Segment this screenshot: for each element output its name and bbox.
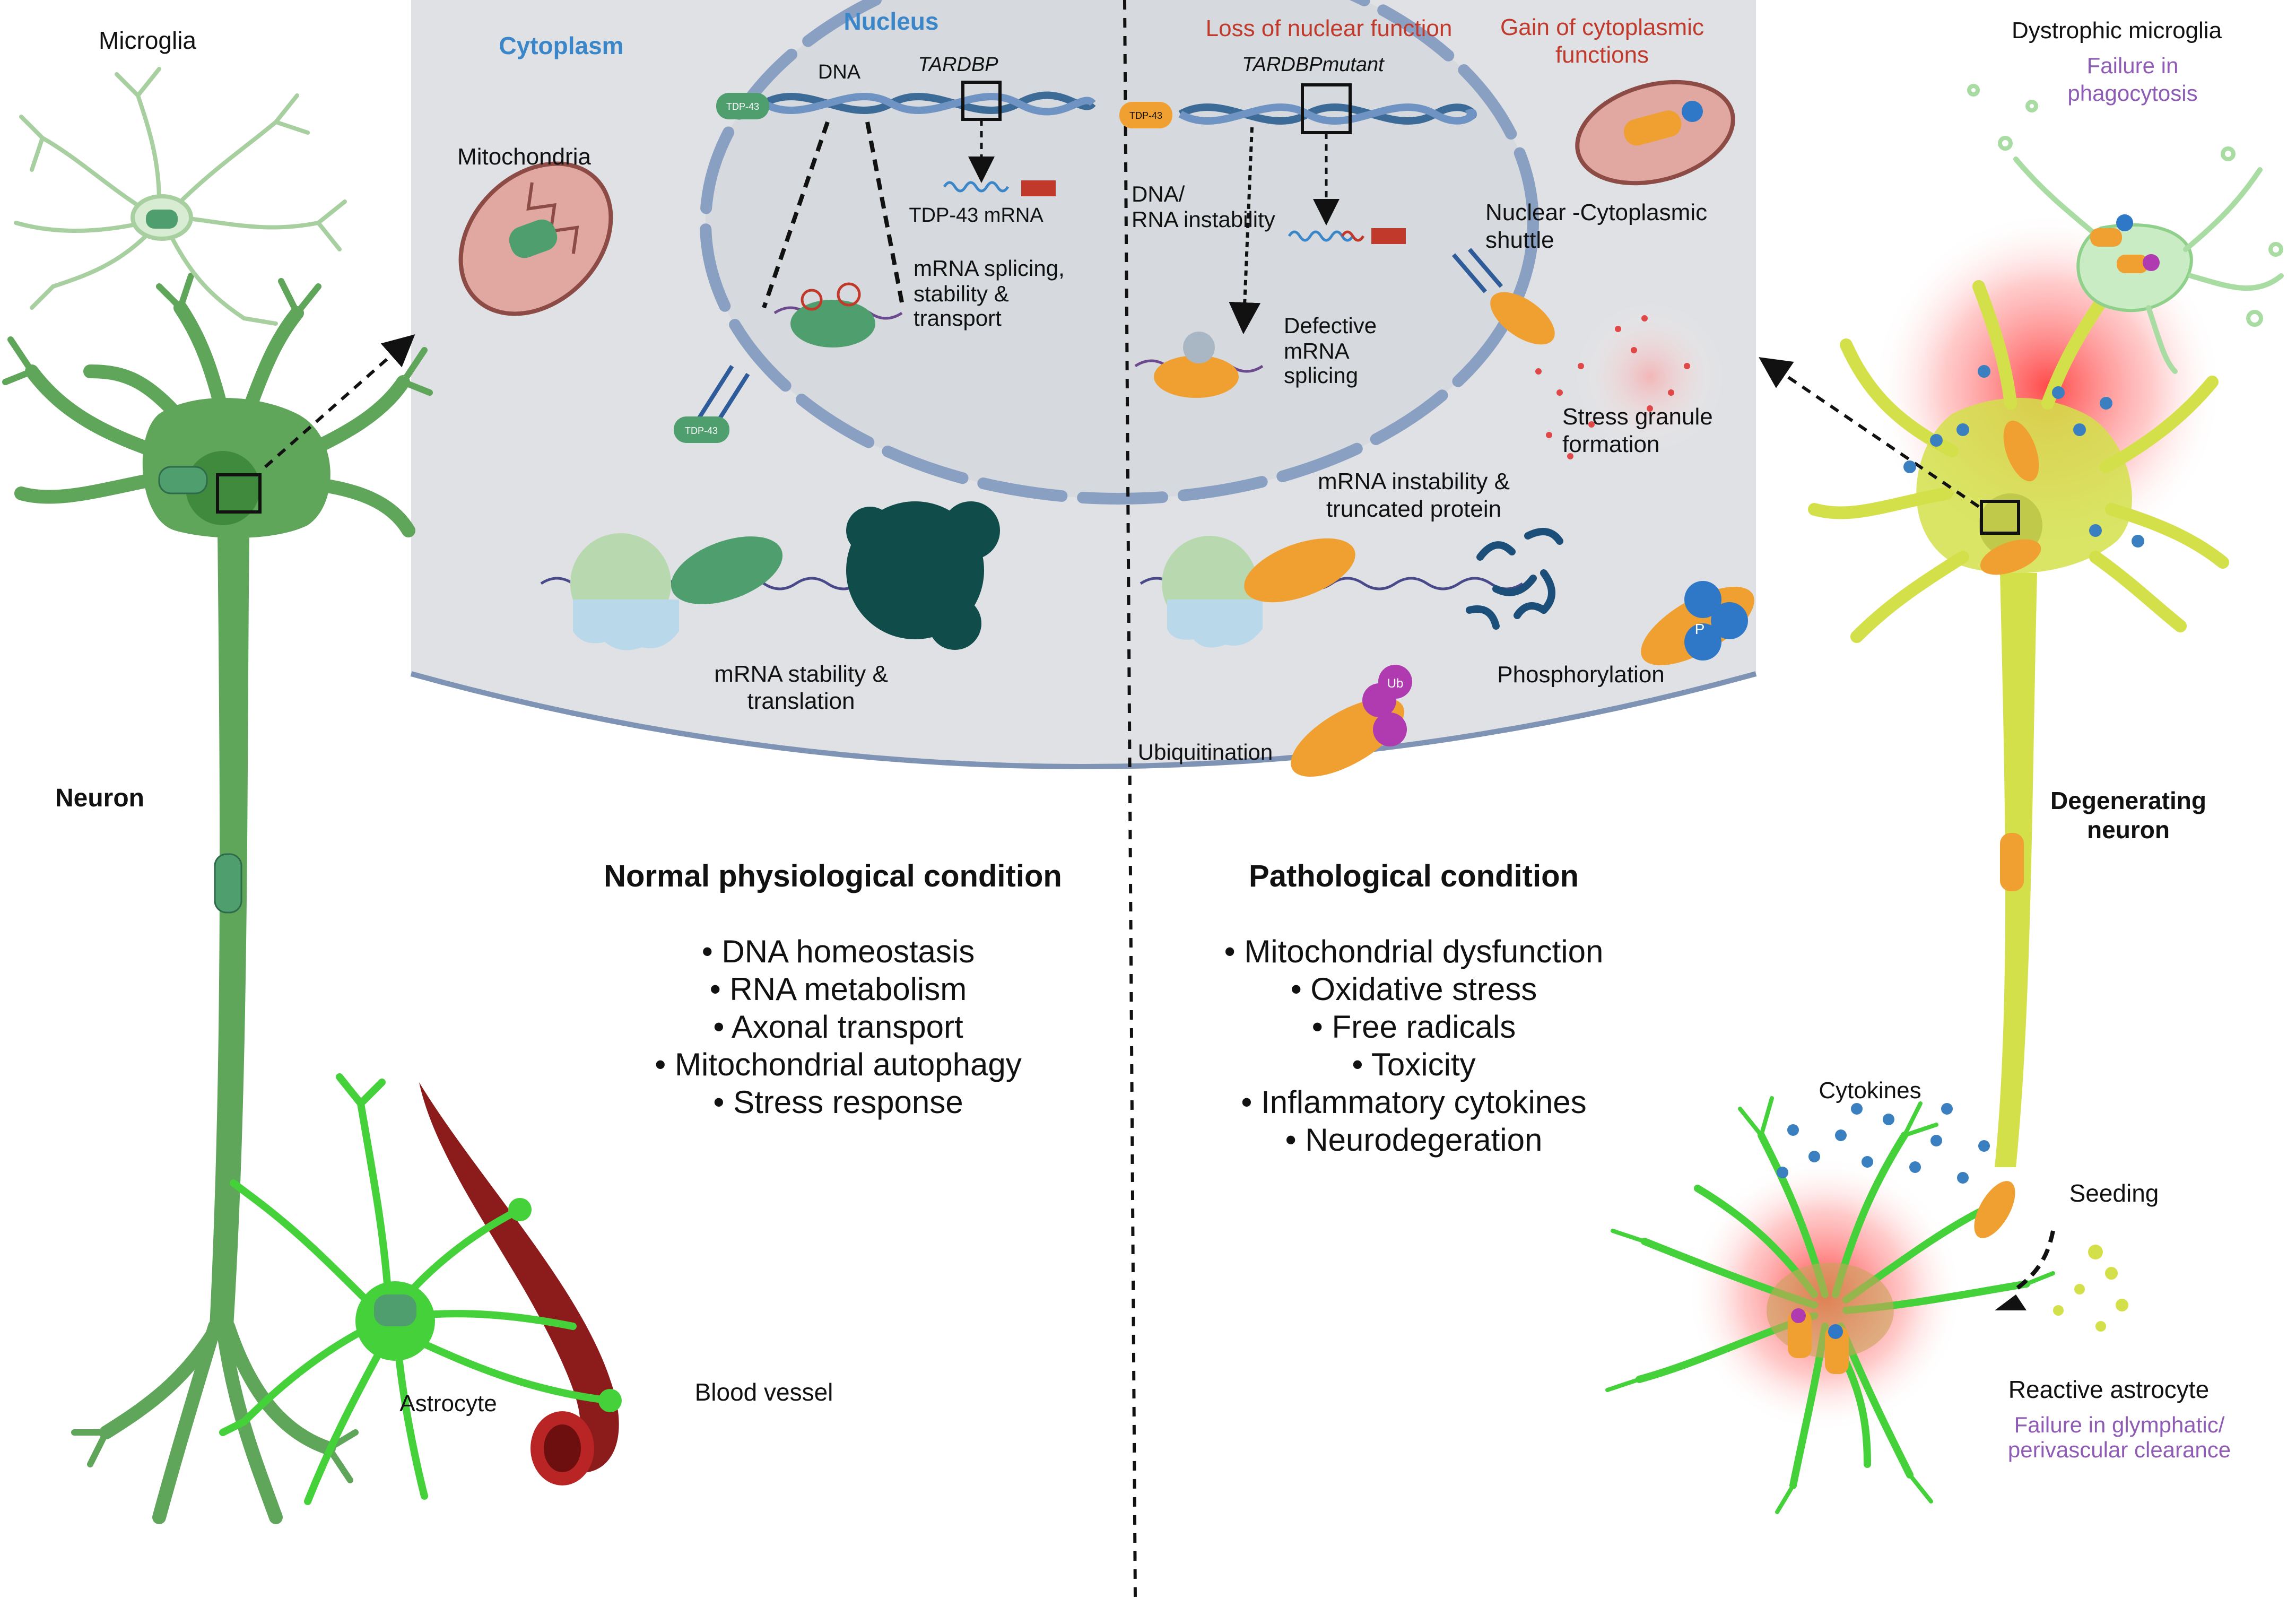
- astrocyte-left: [219, 1073, 622, 1505]
- pathological-list-item: • Neurodegeration: [1285, 1122, 1543, 1158]
- cell-panel: [410, 0, 1757, 1599]
- normal-list-item: • RNA metabolism: [709, 971, 967, 1007]
- pathological-list: • Mitochondrial dysfunction • Oxidative …: [1149, 933, 1679, 1159]
- pathological-list-item: • Mitochondrial dysfunction: [1224, 934, 1604, 969]
- label-mrna-splicing-3: transport: [914, 306, 1002, 331]
- label-seeding: Seeding: [2069, 1179, 2159, 1207]
- label-nucleus: Nucleus: [844, 7, 939, 35]
- normal-heading: Normal physiological condition: [604, 859, 1062, 893]
- pathological-heading: Pathological condition: [1249, 859, 1579, 893]
- label-gain-cytoplasmic-1: Gain of cytoplasmic: [1500, 14, 1704, 40]
- label-degenerating-1: Degenerating: [2050, 787, 2206, 814]
- label-mrna-stability-2: translation: [747, 688, 855, 714]
- tdp43-tag: TDP-43: [1129, 110, 1162, 121]
- label-dna-rna-instability-1: DNA/: [1132, 181, 1185, 206]
- label-cytoplasm: Cytoplasm: [499, 32, 623, 59]
- divider-line: [1123, 0, 1137, 1599]
- normal-list-item: • DNA homeostasis: [701, 934, 975, 969]
- label-degenerating-2: neuron: [2087, 816, 2170, 844]
- pathological-list-item: • Free radicals: [1311, 1009, 1516, 1045]
- label-mitochondria: Mitochondria: [457, 144, 591, 170]
- normal-list-item: • Stress response: [713, 1084, 963, 1120]
- pathological-list-item: • Oxidative stress: [1290, 971, 1537, 1007]
- microglia-tdp43: [146, 210, 178, 229]
- phos-mark: P: [1695, 621, 1705, 637]
- label-neuron: Neuron: [55, 784, 144, 812]
- label-defective-2: mRNA: [1284, 338, 1350, 363]
- label-mrna-splicing-1: mRNA splicing,: [914, 256, 1065, 281]
- label-microglia: Microglia: [99, 27, 196, 54]
- label-mrna-instability-1: mRNA instability &: [1318, 468, 1510, 494]
- label-failure-phagocytosis-1: Failure in: [2087, 53, 2179, 78]
- tdp43-tag: TDP-43: [685, 425, 718, 436]
- pathological-list-item: • Toxicity: [1352, 1047, 1476, 1082]
- label-reactive-astrocyte: Reactive astrocyte: [2008, 1376, 2209, 1403]
- zoom-box-left: [216, 473, 262, 514]
- label-shuttle-2: shuttle: [1485, 227, 1554, 253]
- label-failure-phagocytosis-2: phagocytosis: [2067, 81, 2197, 106]
- normal-side-details: [458, 81, 1096, 650]
- label-gain-cytoplasmic-2: functions: [1555, 42, 1649, 68]
- label-tdp43-mrna: TDP-43 mRNA: [909, 204, 1043, 227]
- microglia-left: [14, 67, 347, 326]
- healthy-neuron: [2, 273, 433, 1524]
- label-dna-rna-instability-2: RNA instability: [1132, 207, 1275, 232]
- label-failure-glymphatic-1: Failure in glymphatic/: [2014, 1412, 2225, 1437]
- label-shuttle-1: Nuclear -Cytoplasmic: [1485, 199, 1707, 225]
- pathological-list-item: • Inflammatory cytokines: [1241, 1084, 1587, 1120]
- label-blood-vessel: Blood vessel: [695, 1378, 833, 1406]
- nucleus-region: [706, 0, 1533, 499]
- normal-list-item: • Axonal transport: [713, 1009, 963, 1045]
- normal-list: • DNA homeostasis • RNA metabolism • Axo…: [573, 933, 1103, 1121]
- label-dna: DNA: [818, 61, 861, 83]
- label-failure-glymphatic-2: perivascular clearance: [2008, 1437, 2231, 1462]
- label-stress-granule-1: Stress granule: [1562, 404, 1713, 430]
- zoom-arrow-left: [264, 334, 415, 468]
- label-defective-1: Defective: [1284, 313, 1377, 338]
- label-mrna-splicing-2: stability &: [914, 281, 1009, 306]
- label-ubiquitination: Ubiquitination: [1138, 740, 1273, 764]
- label-astrocyte: Astrocyte: [399, 1391, 497, 1416]
- label-loss-nuclear: Loss of nuclear function: [1206, 15, 1453, 41]
- label-cytokines: Cytokines: [1819, 1077, 1921, 1103]
- normal-list-item: • Mitochondrial autophagy: [655, 1047, 1022, 1082]
- label-defective-3: splicing: [1284, 363, 1358, 388]
- label-phosphorylation: Phosphorylation: [1497, 662, 1665, 688]
- reactive-astrocyte: [1605, 1096, 2128, 1514]
- cell-membrane: [410, 671, 1757, 769]
- label-tardbp: TARDBP: [918, 54, 998, 76]
- pathological-side-details: [1119, 80, 1754, 777]
- tdp43-tag: TDP-43: [726, 101, 759, 112]
- label-tardbp-mutant: TARDBPmutant: [1242, 54, 1385, 76]
- ub-mark: Ub: [1387, 676, 1404, 691]
- label-mrna-instability-2: truncated protein: [1326, 496, 1501, 522]
- label-mrna-stability-1: mRNA stability &: [714, 661, 888, 687]
- label-dystrophic-microglia: Dystrophic microglia: [2012, 18, 2222, 44]
- nuclear-envelope: [700, 0, 1539, 505]
- label-stress-granule-2: formation: [1562, 431, 1659, 457]
- degenerating-neuron: [1759, 84, 2284, 1167]
